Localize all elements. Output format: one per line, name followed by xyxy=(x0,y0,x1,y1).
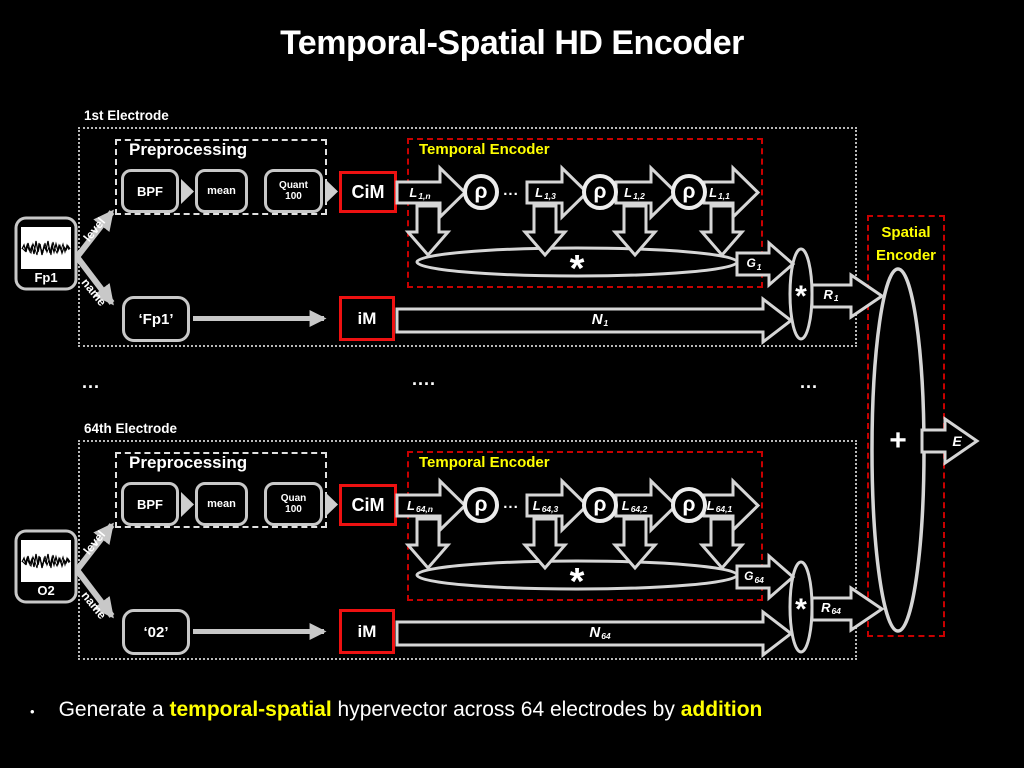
binding-star: * xyxy=(569,561,585,603)
preprocessing-title: Preprocessing xyxy=(129,140,248,159)
spatial-encoder-title: Spatial Encoder xyxy=(875,224,936,264)
electrode-section-label: 1st Electrode xyxy=(84,108,169,123)
rho-label-1: ρ xyxy=(474,492,488,516)
bullet-highlight-addition: addition xyxy=(680,698,763,721)
signal-name-label: O2 xyxy=(37,582,55,598)
temporal-encoder-title: Temporal Encoder xyxy=(419,141,550,158)
quant-block: Quant 100 xyxy=(264,169,323,213)
sum-plus-symbol: + xyxy=(889,424,907,457)
temporal-ellipsis: ... xyxy=(503,495,519,512)
cim-block: CiM xyxy=(339,484,397,526)
slide-title: Temporal-Spatial HD Encoder xyxy=(280,24,744,62)
bullet-text-part: hypervector across 64 electrodes by xyxy=(331,698,681,721)
im-block: iM xyxy=(339,609,395,654)
bullet-text-part: Generate a xyxy=(58,698,170,721)
cim-block: CiM xyxy=(339,171,397,213)
quant-block: Quan 100 xyxy=(264,482,323,526)
im-block: iM xyxy=(339,296,395,341)
rho-label-1: ρ xyxy=(474,179,488,203)
rho-label-2: ρ xyxy=(593,179,607,203)
temporal-encoder-title: Temporal Encoder xyxy=(419,454,550,471)
ellipsis-right: ... xyxy=(800,372,819,392)
bullet-line: • Generate a temporal-spatial hypervecto… xyxy=(26,698,996,722)
bullet-text: Generate a temporal-spatial hypervector … xyxy=(59,698,763,722)
bullet-highlight-temporal-spatial: temporal-spatial xyxy=(169,698,332,721)
electrode-name-box: ‘02’ xyxy=(122,609,190,655)
ellipsis-left: ... xyxy=(82,372,101,392)
mean-block: mean xyxy=(195,482,248,526)
rho-label-3: ρ xyxy=(682,179,696,203)
rho-label-3: ρ xyxy=(682,492,696,516)
electrode-name-box: ‘Fp1’ xyxy=(122,296,190,342)
temporal-ellipsis: ... xyxy=(503,182,519,199)
electrode-section-label: 64th Electrode xyxy=(84,421,178,436)
signal-name-label: Fp1 xyxy=(34,269,58,285)
mean-block: mean xyxy=(195,169,248,213)
preprocessing-title: Preprocessing xyxy=(129,453,248,472)
ellipsis-center: .... xyxy=(412,369,437,389)
bpf-block: BPF xyxy=(121,482,179,526)
binding-star: * xyxy=(569,248,585,290)
bpf-block: BPF xyxy=(121,169,179,213)
rho-label-2: ρ xyxy=(593,492,607,516)
bullet-marker: • xyxy=(30,704,35,719)
e-output-label: E xyxy=(952,433,962,449)
